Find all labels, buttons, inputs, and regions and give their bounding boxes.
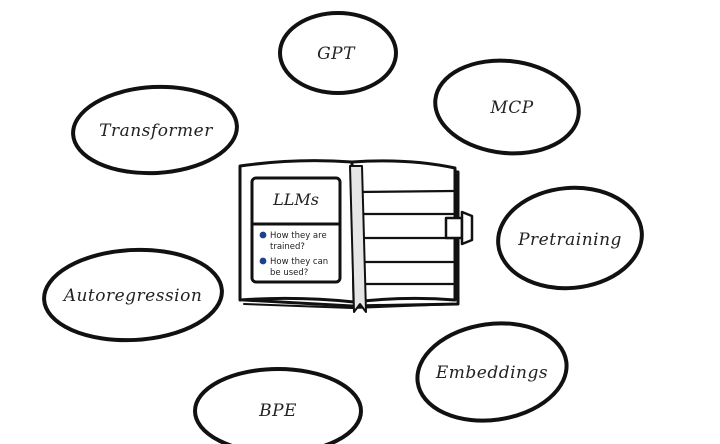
- node-mcp-label: MCP: [489, 98, 533, 118]
- bullet-dot: [259, 231, 267, 239]
- node-transformer-label: Transformer: [99, 121, 213, 141]
- node-mcp: MCP: [433, 58, 581, 156]
- node-bpe-outline: [193, 367, 363, 444]
- node-transformer: Transformer: [71, 84, 239, 176]
- central-book: [238, 159, 474, 313]
- bookmark-ribbon: [349, 165, 367, 313]
- book-point-1: How they are trained?: [259, 231, 327, 252]
- node-pretraining-label: Pretraining: [517, 230, 622, 250]
- node-gpt-outline: [278, 11, 398, 95]
- node-autoregression-label: Autoregression: [62, 286, 203, 306]
- book-point-1-line1: How they are: [270, 231, 327, 241]
- book-point-2-line2: be used?: [270, 268, 308, 278]
- book-page-edge: [243, 303, 353, 309]
- node-pretraining-outline: [496, 185, 644, 291]
- node-pretraining: Pretraining: [496, 185, 644, 291]
- book-point-2: How they can be used?: [259, 257, 328, 278]
- node-bpe-label: BPE: [258, 401, 297, 421]
- book-clasp-knob: [460, 210, 474, 246]
- node-transformer-outline: [71, 84, 239, 176]
- bullet-dot: [259, 257, 267, 265]
- node-embeddings-label: Embeddings: [435, 363, 548, 383]
- node-bpe: BPE: [193, 367, 363, 444]
- node-autoregression-outline: [42, 247, 224, 343]
- node-embeddings: Embeddings: [415, 321, 569, 423]
- node-gpt: GPT: [278, 11, 398, 95]
- book-rule-line: [354, 189, 455, 194]
- book-point-2-line1: How they can: [270, 257, 328, 267]
- book-clasp: [444, 216, 464, 240]
- book-right-page: [350, 159, 457, 304]
- node-embeddings-outline: [415, 321, 569, 423]
- book-title: LLMs: [272, 190, 319, 209]
- node-gpt-label: GPT: [317, 44, 356, 64]
- book-label-card: [250, 176, 342, 284]
- node-mcp-outline: [433, 58, 581, 156]
- node-autoregression: Autoregression: [42, 247, 224, 343]
- book-point-1-line2: trained?: [270, 242, 305, 252]
- book-page-edge: [351, 303, 459, 309]
